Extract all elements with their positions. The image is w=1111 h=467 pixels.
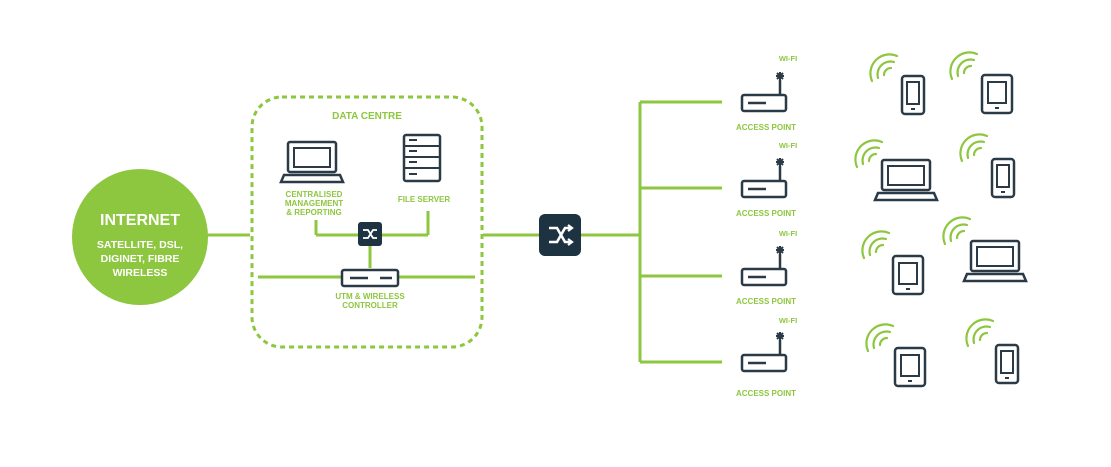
data-centre-title: DATA CENTRE (332, 111, 402, 122)
laptop-icon (279, 140, 345, 184)
data-centre-boundary (250, 95, 484, 349)
router-icon (340, 268, 400, 288)
svg-text:DIGINET, FIBRE: DIGINET, FIBRE (101, 253, 180, 265)
wifi-signal-icon (861, 230, 891, 260)
access-point-1: WI-FI ACCESS POINT (736, 54, 797, 132)
access-point-3: WI-FI ACCESS POINT (736, 229, 797, 306)
tablet-icon (891, 254, 925, 296)
wifi-signal-icon (854, 139, 884, 169)
svg-text:SATELLITE, DSL,: SATELLITE, DSL, (97, 239, 183, 251)
internet-circle (72, 169, 208, 305)
svg-text:UTM & WIRELESS: UTM & WIRELESS (335, 292, 405, 301)
wifi-signal-icon (965, 318, 995, 348)
client-devices (854, 51, 1028, 388)
wifi-signal-icon (959, 133, 989, 163)
tablet-icon (980, 73, 1014, 115)
svg-text:CONTROLLER: CONTROLLER (342, 301, 398, 310)
laptop-icon (962, 239, 1028, 283)
svg-text:WI-FI: WI-FI (779, 141, 797, 150)
svg-text:WIRELESS: WIRELESS (113, 267, 168, 279)
phone-icon (990, 157, 1016, 199)
phone-icon (900, 74, 926, 116)
file-server-icon (402, 133, 442, 183)
laptop-icon (873, 158, 939, 202)
access-point-2: WI-FI ACCESS POINT (736, 141, 797, 218)
wifi-signal-icon (942, 216, 972, 246)
data-centre: DATA CENTRE CENTRALISED MANAGEMENT & REP… (250, 95, 484, 349)
main-switch-icon (537, 212, 583, 258)
svg-text:WI-FI: WI-FI (779, 54, 797, 63)
connection-lines (205, 100, 722, 364)
phone-icon (994, 343, 1020, 385)
svg-text:MANAGEMENT: MANAGEMENT (285, 199, 343, 208)
svg-text:& REPORTING: & REPORTING (286, 208, 342, 217)
access-point-icon (740, 244, 788, 287)
access-point-icon (740, 156, 788, 199)
tablet-icon (893, 346, 927, 388)
access-point-icon (740, 330, 788, 373)
svg-text:ACCESS POINT: ACCESS POINT (736, 123, 796, 132)
wifi-signal-icon (869, 53, 899, 83)
svg-text:ACCESS POINT: ACCESS POINT (736, 297, 796, 306)
switch-icon (357, 221, 383, 247)
svg-text:ACCESS POINT: ACCESS POINT (736, 209, 796, 218)
access-point-4: WI-FI ACCESS POINT (736, 316, 797, 398)
internet-node: INTERNET SATELLITE, DSL, DIGINET, FIBRE … (72, 169, 208, 305)
svg-text:ACCESS POINT: ACCESS POINT (736, 389, 796, 398)
svg-text:WI-FI: WI-FI (779, 316, 797, 325)
svg-text:CENTRALISED: CENTRALISED (286, 190, 343, 199)
internet-title: INTERNET (100, 212, 180, 229)
svg-text:WI-FI: WI-FI (779, 229, 797, 238)
wifi-signal-icon (949, 51, 979, 81)
access-point-icon (740, 70, 788, 113)
wifi-signal-icon (865, 323, 895, 353)
file-server-label: FILE SERVER (398, 195, 451, 204)
